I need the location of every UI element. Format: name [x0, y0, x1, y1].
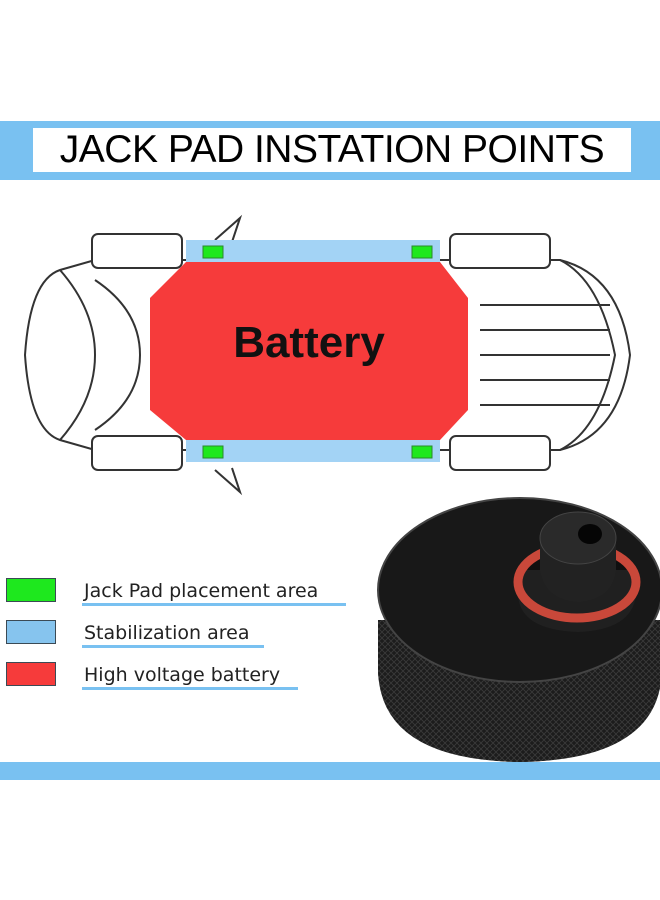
- stabilization-area-bottom: [186, 440, 440, 462]
- wheel-front-top: [91, 233, 183, 269]
- legend-underline-stabilization: [82, 645, 264, 648]
- wheel-rear-bottom: [449, 435, 551, 471]
- jack-pad-point-rear-top: [411, 245, 433, 259]
- legend-underline-jack-pad: [82, 603, 346, 606]
- jack-pad-puck-icon: [377, 497, 660, 762]
- wheel-front-bottom: [91, 435, 183, 471]
- jack-pad-point-front-bottom: [202, 445, 224, 459]
- title-box: JACK PAD INSTATION POINTS: [33, 128, 631, 172]
- footer-band: [0, 762, 660, 780]
- stabilization-area-top: [186, 240, 440, 262]
- legend-underline-battery: [82, 687, 298, 690]
- legend-swatch-jack-pad: [6, 578, 56, 602]
- car-diagram: [23, 214, 632, 496]
- legend-label-stabilization: Stabilization area: [84, 622, 250, 644]
- wheel-rear-top: [449, 233, 551, 269]
- legend-label-jack-pad: Jack Pad placement area: [84, 580, 319, 602]
- jack-pad-point-front-top: [202, 245, 224, 259]
- mirror-bottom: [214, 467, 243, 496]
- legend-swatch-stabilization: [6, 620, 56, 644]
- battery-area: [150, 262, 468, 440]
- battery-label: Battery: [233, 318, 385, 367]
- car-hood-line: [59, 269, 97, 441]
- page-title: JACK PAD INSTATION POINTS: [59, 128, 605, 171]
- jack-pad-point-rear-bottom: [411, 445, 433, 459]
- legend-swatch-battery: [6, 662, 56, 686]
- legend-label-battery: High voltage battery: [84, 664, 281, 686]
- mirror-top: [214, 214, 243, 243]
